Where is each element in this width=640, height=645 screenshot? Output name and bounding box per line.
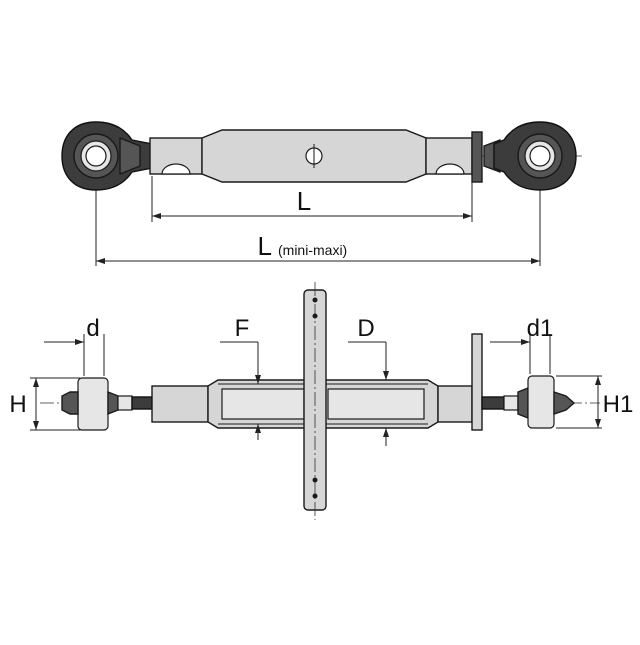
label-F: F	[235, 315, 250, 342]
side-lock-plate	[471, 333, 483, 431]
side-view: d F D d1	[9, 282, 633, 520]
dimension-H1: H1	[556, 375, 634, 429]
side-sleeve-window-right	[327, 388, 425, 420]
top-left-ball-joint	[61, 121, 153, 191]
label-H: H	[9, 391, 26, 418]
dimension-D: D	[348, 315, 389, 446]
dimension-H: H	[9, 377, 80, 431]
dimension-d1: d1	[490, 315, 553, 374]
label-D: D	[357, 315, 374, 342]
label-L: L	[297, 186, 311, 216]
label-d: d	[86, 315, 99, 342]
top-lock-plate	[471, 131, 483, 183]
side-right-ball-joint	[481, 375, 576, 429]
top-left-slot	[161, 163, 191, 175]
side-left-ball-joint	[61, 377, 153, 431]
label-H1: H1	[603, 391, 634, 418]
top-right-ball-joint	[483, 121, 577, 191]
dimension-F: F	[220, 315, 261, 440]
side-sleeve-window-left	[221, 388, 305, 420]
dimension-L-mini-maxi: L (mini-maxi)	[95, 190, 541, 266]
side-left-tube	[151, 385, 209, 423]
label-d1: d1	[527, 315, 554, 342]
label-L-mini-maxi: L	[258, 231, 272, 261]
label-mini-maxi: (mini-maxi)	[278, 242, 347, 258]
top-right-slot	[435, 163, 465, 175]
side-handle	[303, 282, 327, 520]
dimension-d: d	[44, 315, 105, 376]
dimension-L: L	[151, 176, 473, 222]
top-view: L L (mini-maxi)	[61, 121, 582, 266]
side-right-tube	[437, 385, 473, 423]
